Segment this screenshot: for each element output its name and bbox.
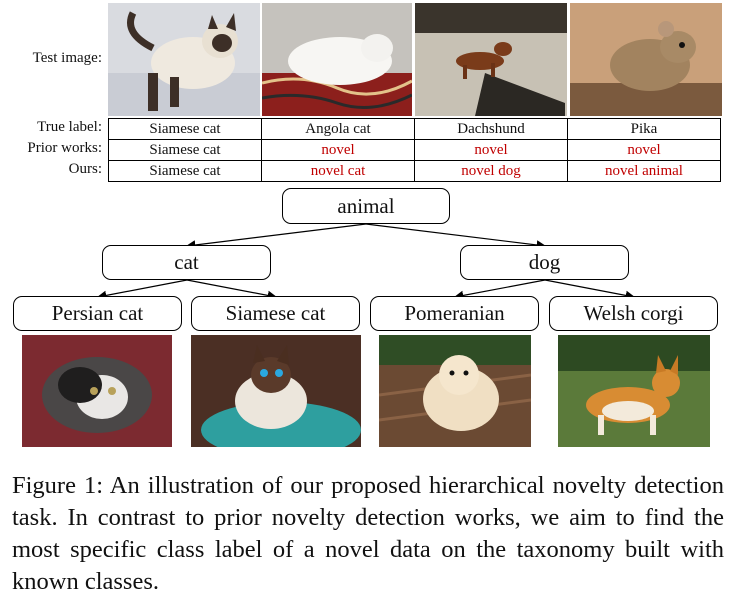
- taxonomy-node-cat: cat: [102, 245, 271, 280]
- table-cell: Siamese cat: [108, 139, 262, 161]
- table-cell: Angola cat: [261, 118, 415, 140]
- edge-cat-siamese: [186, 279, 278, 301]
- table-cell: novel cat: [261, 160, 415, 182]
- ours-row: Siamese cat novel cat novel dog novel an…: [108, 160, 721, 182]
- example-image-welsh-corgi: [558, 335, 710, 447]
- table-cell: novel: [261, 139, 415, 161]
- table-cell: novel: [567, 139, 721, 161]
- example-image-pomeranian: [379, 335, 531, 447]
- test-image-pika: [570, 3, 722, 116]
- edge-dog-pomeranian: [453, 279, 546, 301]
- table-cell: Siamese cat: [108, 160, 262, 182]
- table-cell: Pika: [567, 118, 721, 140]
- figure-caption: Figure 1: An illustration of our propose…: [12, 472, 724, 595]
- test-image-label: Test image:: [32, 50, 102, 66]
- prior-works-row: Siamese cat novel novel novel: [108, 139, 721, 161]
- ours-row-label: Ours:: [68, 161, 102, 177]
- taxonomy-node-siamese-cat: Siamese cat: [191, 296, 360, 331]
- taxonomy-node-persian-cat: Persian cat: [13, 296, 182, 331]
- table-cell: novel animal: [567, 160, 721, 182]
- taxonomy-node-pomeranian: Pomeranian: [370, 296, 539, 331]
- true-label-row-label: True label:: [37, 119, 102, 135]
- table-cell: Dachshund: [414, 118, 568, 140]
- true-label-row: Siamese cat Angola cat Dachshund Pika: [108, 118, 721, 140]
- example-image-siamese-cat: [191, 335, 361, 447]
- test-image-angola-cat: [262, 3, 412, 116]
- table-cell: novel dog: [414, 160, 568, 182]
- test-image-siamese-cat: [108, 3, 260, 116]
- taxonomy-node-welsh-corgi: Welsh corgi: [549, 296, 718, 331]
- taxonomy-node-dog: dog: [460, 245, 629, 280]
- table-cell: novel: [414, 139, 568, 161]
- edge-animal-dog: [365, 223, 547, 250]
- prior-works-row-label: Prior works:: [27, 140, 102, 156]
- edge-dog-corgi: [544, 279, 636, 301]
- edge-animal-cat: [185, 223, 367, 250]
- taxonomy-node-animal: animal: [282, 188, 450, 224]
- edge-cat-persian: [96, 279, 188, 301]
- table-cell: Siamese cat: [108, 118, 262, 140]
- label-comparison-table: Siamese cat Angola cat Dachshund Pika Si…: [108, 118, 721, 182]
- example-image-persian-cat: [22, 335, 172, 447]
- test-image-dachshund: [415, 3, 567, 116]
